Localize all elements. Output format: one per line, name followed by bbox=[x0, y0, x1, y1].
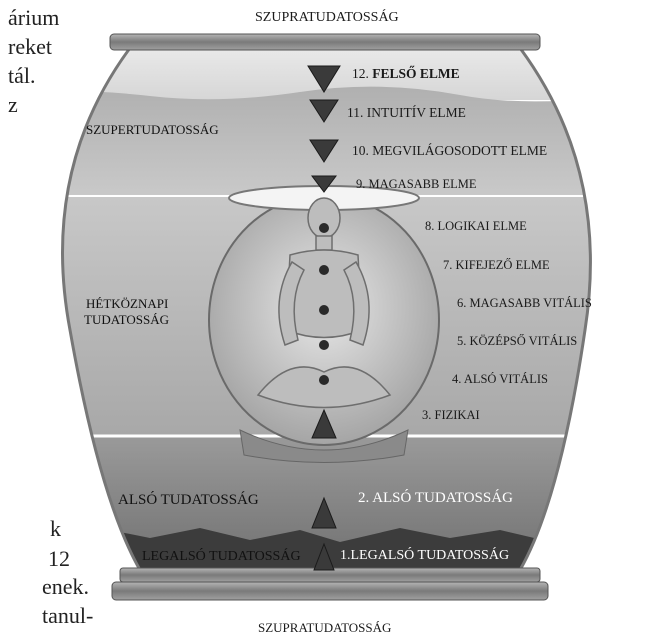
side-text-line: z bbox=[8, 92, 18, 117]
zone-label-lowest: LEGALSÓ TUDATOSSÁG bbox=[142, 549, 301, 564]
level-label-2: 2. ALSÓ TUDATOSSÁG bbox=[358, 490, 513, 506]
side-text-line: reket bbox=[8, 34, 52, 59]
side-text-line: árium bbox=[8, 5, 60, 30]
zone-label-everyday-1: HÉTKÖZNAPI bbox=[86, 296, 169, 311]
chakra-markers bbox=[319, 223, 329, 385]
level-label-6: 6. MAGASABB VITÁLIS bbox=[457, 296, 592, 310]
level-label-12: 12. FELSŐ ELME bbox=[352, 66, 460, 81]
top-label: SZUPRATUDATOSSÁG bbox=[255, 10, 399, 25]
zone-label-everyday-2: TUDATOSSÁG bbox=[84, 312, 169, 327]
level-label-8: 8. LOGIKAI ELME bbox=[425, 219, 527, 233]
side-text-line: 12 bbox=[48, 546, 70, 571]
side-text-line: tanul- bbox=[42, 603, 94, 628]
spiral-cone-icons bbox=[307, 65, 341, 571]
zone-label-lower: ALSÓ TUDATOSSÁG bbox=[118, 492, 259, 508]
level-label-9: 9. MAGASABB ELME bbox=[356, 177, 477, 191]
level-label-5: 5. KÖZÉPSŐ VITÁLIS bbox=[457, 334, 578, 348]
side-text-line: k bbox=[50, 516, 61, 541]
side-text-line: tál. bbox=[8, 63, 36, 88]
bottom-label: SZUPRATUDATOSSÁG bbox=[258, 620, 392, 635]
level-label-1: 1.LEGALSÓ TUDATOSSÁG bbox=[340, 548, 510, 563]
side-text-line: enek. bbox=[42, 574, 90, 599]
level-label-3: 3. FIZIKAI bbox=[422, 408, 480, 422]
zone-label-superconscious: SZUPERTUDATOSSÁG bbox=[86, 122, 219, 137]
level-label-4: 4. ALSÓ VITÁLIS bbox=[452, 372, 548, 386]
level-label-11: 11. INTUITÍV ELME bbox=[347, 105, 466, 120]
meditating-figure bbox=[256, 197, 392, 409]
level-label-7: 7. KIFEJEZŐ ELME bbox=[443, 258, 550, 272]
level-label-10: 10. MEGVILÁGOSODOTT ELME bbox=[352, 143, 548, 158]
